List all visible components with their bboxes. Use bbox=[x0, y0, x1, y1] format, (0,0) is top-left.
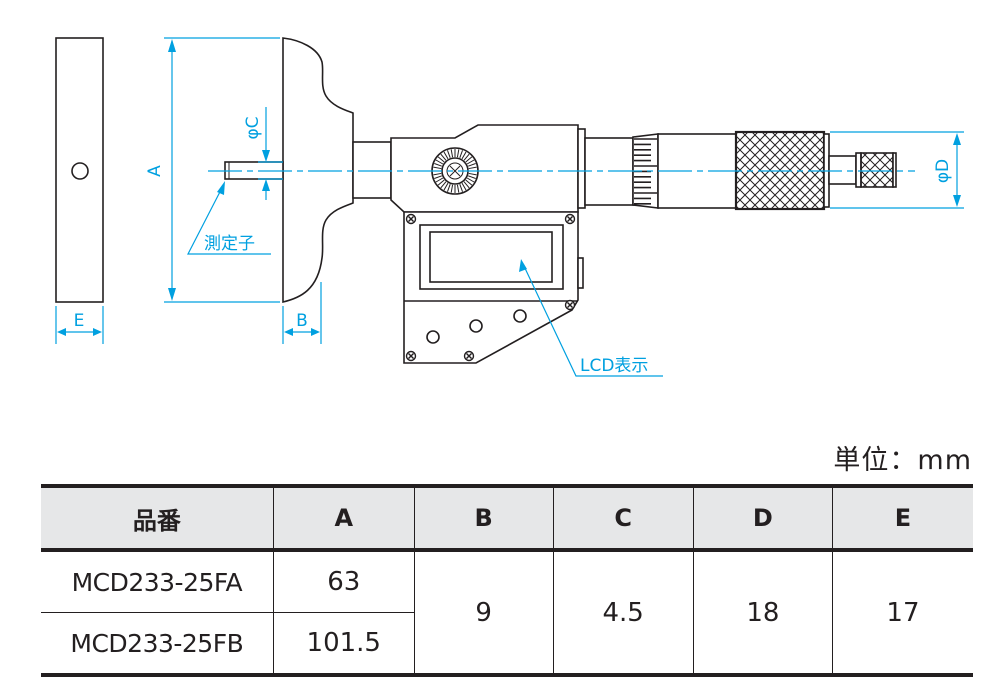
screw-icon bbox=[564, 213, 576, 225]
knurl-line bbox=[433, 166, 442, 170]
digital-body bbox=[390, 124, 586, 213]
header-d: D bbox=[692, 486, 833, 550]
button-3 bbox=[513, 309, 527, 323]
knurl-line bbox=[467, 163, 476, 167]
dimension-e: E bbox=[55, 306, 104, 344]
knurl-line bbox=[468, 166, 477, 170]
spindle-sleeve bbox=[352, 141, 392, 199]
knurl-line bbox=[456, 149, 460, 158]
knurl-line bbox=[443, 151, 449, 160]
knurl-line bbox=[450, 149, 454, 158]
knurl-line bbox=[461, 182, 467, 191]
header-model: 品番 bbox=[41, 486, 274, 550]
depth-base bbox=[282, 37, 354, 304]
knurl-line bbox=[468, 172, 477, 176]
knurl-line bbox=[437, 179, 445, 186]
lcd-callout: LCD表示 bbox=[519, 259, 663, 377]
knurl-line bbox=[447, 183, 451, 192]
knurl-line bbox=[456, 184, 460, 193]
knurl-line bbox=[465, 156, 473, 163]
dimension-d-label: φD bbox=[933, 159, 953, 183]
cell-c: 4.5 bbox=[552, 550, 694, 677]
lcd-screen bbox=[429, 231, 553, 283]
display-housing bbox=[403, 211, 584, 364]
cell-model: MCD233-25FB bbox=[41, 612, 274, 677]
table-row: MCD233-25FB 101.5 bbox=[41, 612, 973, 677]
dimension-c: φC bbox=[243, 107, 283, 200]
screw-icon bbox=[405, 213, 417, 225]
cell-model: MCD233-25FA bbox=[41, 550, 274, 613]
knurl-line bbox=[463, 153, 470, 161]
micrometer-dimension-drawing: E A B φC 測定子 bbox=[55, 37, 964, 377]
spec-table: 品番 A B C D E MCD233-25FA 63 9 4.5 18 17 … bbox=[41, 484, 973, 677]
header-b: B bbox=[413, 486, 554, 550]
probe-callout: 測定子 bbox=[187, 181, 271, 255]
knurl-line bbox=[466, 177, 475, 183]
probe-label: 測定子 bbox=[204, 234, 255, 254]
dimension-a-label: A bbox=[145, 165, 165, 177]
knurl-line bbox=[459, 183, 463, 192]
cell-b: 9 bbox=[413, 550, 554, 677]
unit-label: 単位：mm bbox=[833, 445, 972, 476]
header-e: E bbox=[831, 486, 973, 550]
knurl-line bbox=[435, 159, 444, 165]
screw-icon bbox=[463, 350, 475, 362]
header-a: A bbox=[272, 486, 415, 550]
screw-icon bbox=[405, 350, 417, 362]
knurl-line bbox=[447, 150, 451, 159]
knurl-line bbox=[467, 175, 476, 179]
knurl-line bbox=[440, 153, 447, 161]
dimension-c-label: φC bbox=[243, 116, 263, 139]
table-header-row: 品番 A B C D E bbox=[41, 486, 973, 550]
dimension-a: A bbox=[145, 37, 280, 303]
table-row: MCD233-25FA 63 9 4.5 18 17 bbox=[41, 550, 973, 677]
dimension-d: φD bbox=[830, 131, 964, 209]
button-1 bbox=[426, 330, 440, 344]
knurl-line bbox=[463, 181, 470, 189]
cell-a: 63 bbox=[272, 550, 415, 613]
knurl-line bbox=[433, 172, 442, 176]
cell-d: 18 bbox=[692, 550, 833, 677]
dimension-b: B bbox=[282, 282, 322, 344]
knurl-line bbox=[434, 163, 443, 167]
dimension-e-label: E bbox=[74, 311, 85, 331]
knurl-line bbox=[465, 179, 473, 186]
knurl-line bbox=[461, 151, 467, 160]
screw-icon bbox=[564, 299, 576, 311]
lcd-label: LCD表示 bbox=[580, 356, 648, 376]
knurl-line bbox=[443, 182, 449, 191]
knurl-line bbox=[435, 177, 444, 183]
header-c: C bbox=[552, 486, 694, 550]
dimension-b-label: B bbox=[296, 311, 308, 331]
knurl-line bbox=[450, 184, 454, 193]
knurl-line bbox=[440, 181, 447, 189]
knurl-line bbox=[459, 150, 463, 159]
cell-a: 101.5 bbox=[272, 612, 415, 677]
button-2 bbox=[469, 319, 483, 333]
base-side-view bbox=[55, 37, 104, 303]
knurl-line bbox=[437, 156, 445, 163]
cell-e: 17 bbox=[831, 550, 973, 677]
knurl-line bbox=[466, 159, 475, 165]
knurl-line bbox=[434, 175, 443, 179]
